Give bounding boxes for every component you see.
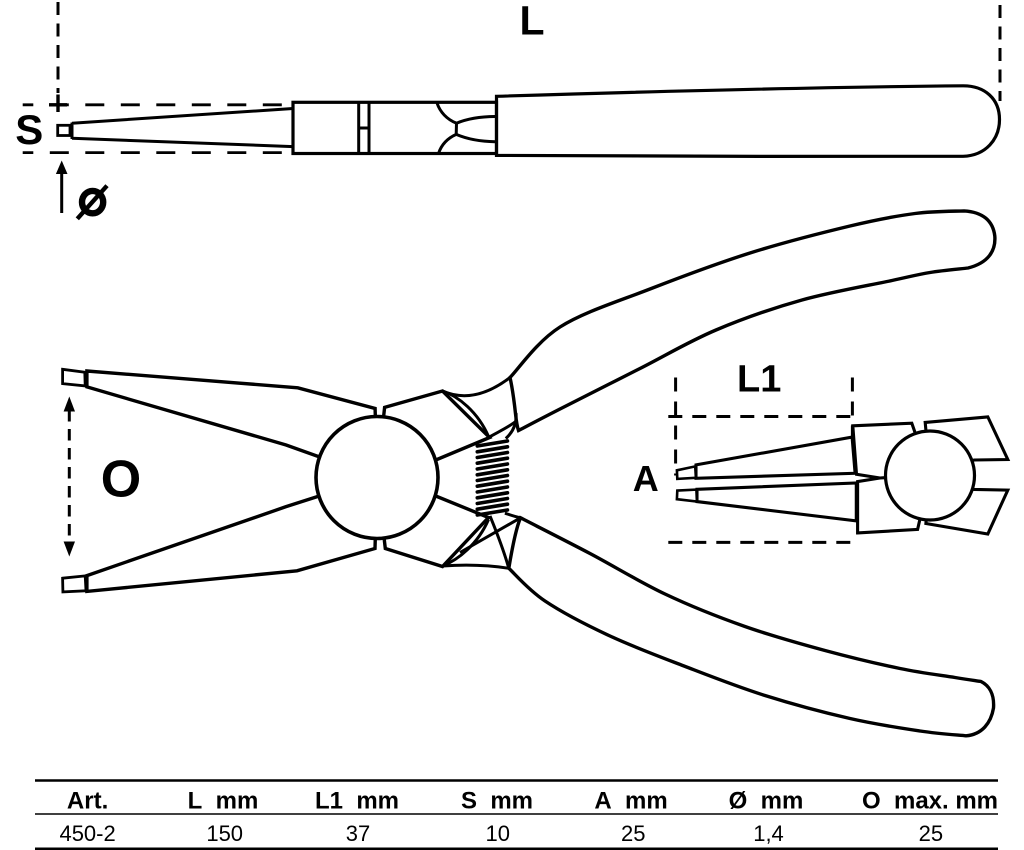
svg-text:O max. mm: O max. mm	[862, 787, 998, 814]
svg-text:1,4: 1,4	[753, 821, 784, 846]
svg-text:O: O	[101, 450, 141, 508]
svg-text:Art.: Art.	[67, 787, 108, 814]
svg-text:S mm: S mm	[461, 787, 533, 814]
svg-text:25: 25	[919, 821, 943, 846]
svg-text:L: L	[520, 0, 545, 44]
svg-text:L mm: L mm	[188, 787, 259, 814]
svg-text:A: A	[633, 458, 659, 499]
svg-text:L1 mm: L1 mm	[315, 787, 399, 814]
svg-text:A mm: A mm	[594, 787, 667, 814]
svg-text:10: 10	[485, 821, 509, 846]
svg-text:S: S	[15, 106, 43, 153]
svg-text:25: 25	[621, 821, 645, 846]
svg-text:37: 37	[346, 821, 370, 846]
svg-text:450-2: 450-2	[59, 821, 115, 846]
svg-text:Ø mm: Ø mm	[729, 787, 804, 814]
svg-text:L1: L1	[737, 359, 781, 401]
svg-text:150: 150	[206, 821, 243, 846]
